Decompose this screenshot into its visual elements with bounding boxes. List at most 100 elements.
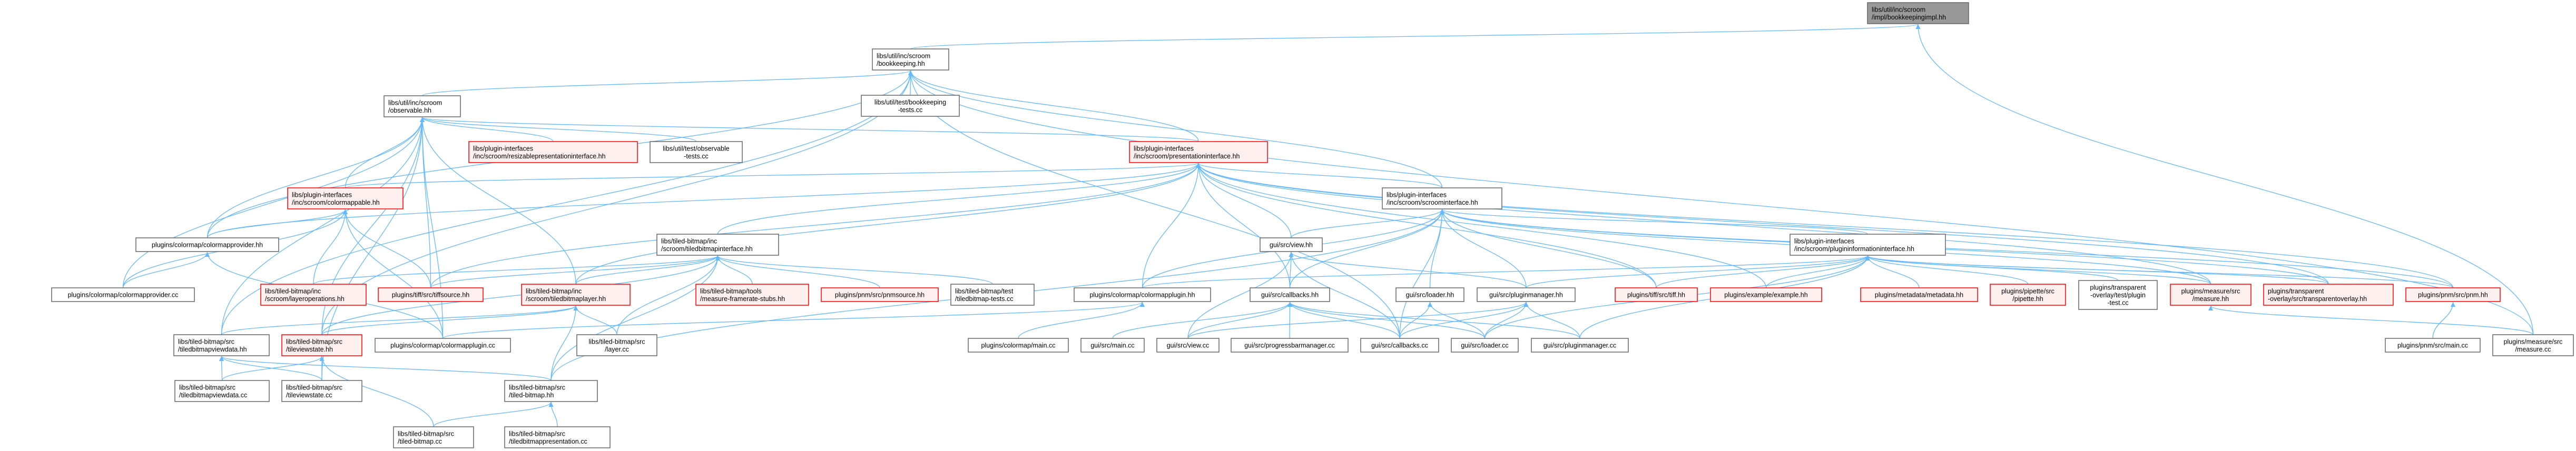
node-cmplugcc[interactable]: plugins/colormap/colormapplugin.cc bbox=[375, 338, 511, 353]
node-pnmsrc[interactable]: plugins/pnm/src/pnmsource.hh bbox=[821, 287, 939, 302]
node-example[interactable]: plugins/example/example.hh bbox=[1710, 287, 1822, 302]
node-label-line: libs/util/inc/scroom bbox=[388, 99, 442, 106]
node-bkt[interactable]: libs/util/test/bookkeeping-tests.cc bbox=[861, 95, 960, 117]
node-cbhh[interactable]: gui/src/callbacks.hh bbox=[1250, 287, 1330, 302]
node-label-line: libs/plugin-interfaces bbox=[1794, 237, 1854, 245]
edge-tbhh-to-tbi bbox=[550, 255, 720, 381]
node-pbm[interactable]: gui/src/progressbarmanager.cc bbox=[1231, 338, 1349, 353]
edge-cmprovhh-to-cmpable bbox=[207, 209, 348, 238]
edge-pmhh-to-pii bbox=[1526, 255, 1870, 288]
node-tiff[interactable]: plugins/tiff/src/tiff.hh bbox=[1615, 287, 1698, 302]
node-box bbox=[968, 338, 1069, 353]
node-label-line: libs/util/test/observable bbox=[663, 145, 730, 152]
node-pii[interactable]: libs/plugin-interfaces/inc/scroom/plugin… bbox=[1790, 234, 1946, 256]
node-cmprovcc[interactable]: plugins/colormap/colormapprovider.cc bbox=[51, 287, 195, 302]
node-box bbox=[260, 284, 367, 306]
node-bk[interactable]: libs/util/inc/scroom/bookkeeping.hh bbox=[872, 48, 949, 71]
node-measurehh[interactable]: plugins/measure/src/measure.hh bbox=[2170, 284, 2251, 306]
node-tohh[interactable]: plugins/transparent-overlay/src/transpar… bbox=[2263, 284, 2394, 306]
node-scroom[interactable]: libs/plugin-interfaces/inc/scroom/scroom… bbox=[1382, 187, 1502, 209]
node-mfs[interactable]: libs/tiled-bitmap/tools/measure-framerat… bbox=[695, 284, 809, 306]
node-box bbox=[695, 284, 809, 306]
node-box bbox=[521, 284, 631, 306]
node-obst[interactable]: libs/util/test/observable-tests.cc bbox=[650, 141, 743, 163]
node-label-line: /tiledbitmapviewdata.cc bbox=[179, 392, 247, 399]
node-obs[interactable]: libs/util/inc/scroom/observable.hh bbox=[384, 95, 461, 117]
node-view[interactable]: gui/src/view.hh bbox=[1260, 237, 1323, 252]
edge-cmpable-to-obs bbox=[345, 117, 425, 188]
node-tvshh[interactable]: libs/tiled-bitmap/src/tileviewstate.hh bbox=[281, 334, 362, 356]
node-box bbox=[468, 141, 638, 163]
node-loaderhh[interactable]: gui/src/loader.hh bbox=[1395, 287, 1464, 302]
edge-loadercc-to-loaderhh bbox=[1428, 302, 1486, 339]
node-loadercc[interactable]: gui/src/loader.cc bbox=[1451, 338, 1519, 353]
node-label-line: /inc/scroom/scroominterface.hh bbox=[1387, 199, 1478, 206]
edge-viewcc-to-view bbox=[1187, 252, 1294, 339]
node-measurecc[interactable]: plugins/measure/src/measure.cc bbox=[2492, 334, 2574, 356]
edge-cmplughh-to-pii bbox=[1142, 255, 1870, 288]
node-pnmmain[interactable]: plugins/pnm/src/main.cc bbox=[2385, 338, 2481, 353]
node-box bbox=[1156, 338, 1220, 353]
node-cmplughh[interactable]: plugins/colormap/colormapplugin.hh bbox=[1074, 287, 1211, 302]
edge-example-to-pii bbox=[1765, 255, 1870, 288]
node-box bbox=[393, 426, 474, 448]
node-layercc[interactable]: libs/tiled-bitmap/src/layer.cc bbox=[576, 334, 657, 356]
node-box bbox=[1867, 2, 1969, 24]
node-box bbox=[1395, 287, 1464, 302]
node-layerops[interactable]: libs/tiled-bitmap/inc/scroom/layeroperat… bbox=[260, 284, 367, 306]
edge-tohh-to-pres bbox=[1196, 163, 2329, 285]
node-box bbox=[650, 141, 743, 163]
node-tvscc[interactable]: libs/tiled-bitmap/src/tileviewstate.cc bbox=[281, 380, 362, 402]
node-tbi[interactable]: libs/tiled-bitmap/inc/scroom/tiledbitmap… bbox=[656, 234, 779, 256]
node-box bbox=[2492, 334, 2574, 356]
node-label-line: libs/tiled-bitmap/src bbox=[589, 338, 645, 345]
edge-loadercc-to-cbhh bbox=[1287, 302, 1486, 339]
node-cmmain[interactable]: plugins/colormap/main.cc bbox=[968, 338, 1069, 353]
node-ptest[interactable]: plugins/transparent-overlay/test/plugin-… bbox=[2078, 280, 2158, 310]
node-box bbox=[821, 287, 939, 302]
node-pipette[interactable]: plugins/pipette/src/pipette.hh bbox=[1990, 284, 2066, 306]
node-pres[interactable]: libs/plugin-interfaces/inc/scroom/presen… bbox=[1129, 141, 1268, 163]
node-box bbox=[576, 334, 657, 356]
node-box bbox=[1860, 287, 1978, 302]
node-label-line: plugins/tiff/src/tiff.hh bbox=[1627, 292, 1685, 299]
node-label-line: libs/tiled-bitmap/src bbox=[509, 430, 565, 437]
edge-cmprovhh-to-obs bbox=[207, 117, 425, 238]
node-resz[interactable]: libs/plugin-interfaces/inc/scroom/resiza… bbox=[468, 141, 638, 163]
node-tbhh[interactable]: libs/tiled-bitmap/src/tiled-bitmap.hh bbox=[504, 380, 598, 402]
edge-tbhh-to-tbvdhh bbox=[219, 356, 552, 381]
node-tbvdcc[interactable]: libs/tiled-bitmap/src/tiledbitmapviewdat… bbox=[174, 380, 270, 402]
node-pmhh[interactable]: gui/src/pluginmanager.hh bbox=[1477, 287, 1576, 302]
node-box bbox=[1615, 287, 1698, 302]
node-cmpable[interactable]: libs/plugin-interfaces/inc/scroom/colorm… bbox=[287, 187, 404, 209]
edge-cmplughh-to-pres bbox=[1142, 163, 1201, 288]
node-tblayer[interactable]: libs/tiled-bitmap/inc/scroom/tiledbitmap… bbox=[521, 284, 631, 306]
node-label-line: -overlay/test/plugin bbox=[2090, 292, 2146, 299]
node-label-line: gui/src/loader.cc bbox=[1461, 342, 1508, 349]
node-box bbox=[1531, 338, 1629, 353]
edge-pipette-to-pii bbox=[1865, 255, 2029, 285]
node-pnmhh[interactable]: plugins/pnm/src/pnm.hh bbox=[2405, 287, 2501, 302]
node-guimain[interactable]: gui/src/main.cc bbox=[1080, 338, 1145, 353]
node-metadata[interactable]: plugins/metadata/metadata.hh bbox=[1860, 287, 1978, 302]
edge-tblayer-to-obs bbox=[420, 117, 576, 285]
node-box bbox=[504, 380, 598, 402]
node-viewcc[interactable]: gui/src/view.cc bbox=[1156, 338, 1220, 353]
node-tbpcc[interactable]: libs/tiled-bitmap/src/tiledbitmappresent… bbox=[504, 426, 611, 448]
node-label-line: plugins/transparent bbox=[2268, 287, 2324, 295]
node-cbcc[interactable]: gui/src/callbacks.cc bbox=[1360, 338, 1439, 353]
node-label-line: gui/src/pluginmanager.cc bbox=[1543, 342, 1616, 349]
edge-pmhh-to-view bbox=[1289, 252, 1527, 288]
node-tbvdhh[interactable]: libs/tiled-bitmap/src/tiledbitmapviewdat… bbox=[173, 334, 270, 356]
node-label-line: libs/tiled-bitmap/inc bbox=[265, 287, 321, 295]
node-tbcc[interactable]: libs/tiled-bitmap/src/tiled-bitmap.cc bbox=[393, 426, 474, 448]
node-pmcc[interactable]: gui/src/pluginmanager.cc bbox=[1531, 338, 1629, 353]
edge-tiffsrc-to-pres bbox=[430, 163, 1201, 288]
node-label-line: plugins/pnm/src/main.cc bbox=[2397, 342, 2468, 349]
node-box bbox=[378, 287, 484, 302]
edge-pnmmain-to-pnmhh bbox=[2432, 302, 2455, 339]
node-cmprovhh[interactable]: plugins/colormap/colormapprovider.hh bbox=[135, 237, 279, 252]
node-tiffsrc[interactable]: plugins/tiff/src/tiffsource.hh bbox=[378, 287, 484, 302]
node-tbtests[interactable]: libs/tiled-bitmap/test/tiledbitmap-tests… bbox=[950, 284, 1035, 306]
